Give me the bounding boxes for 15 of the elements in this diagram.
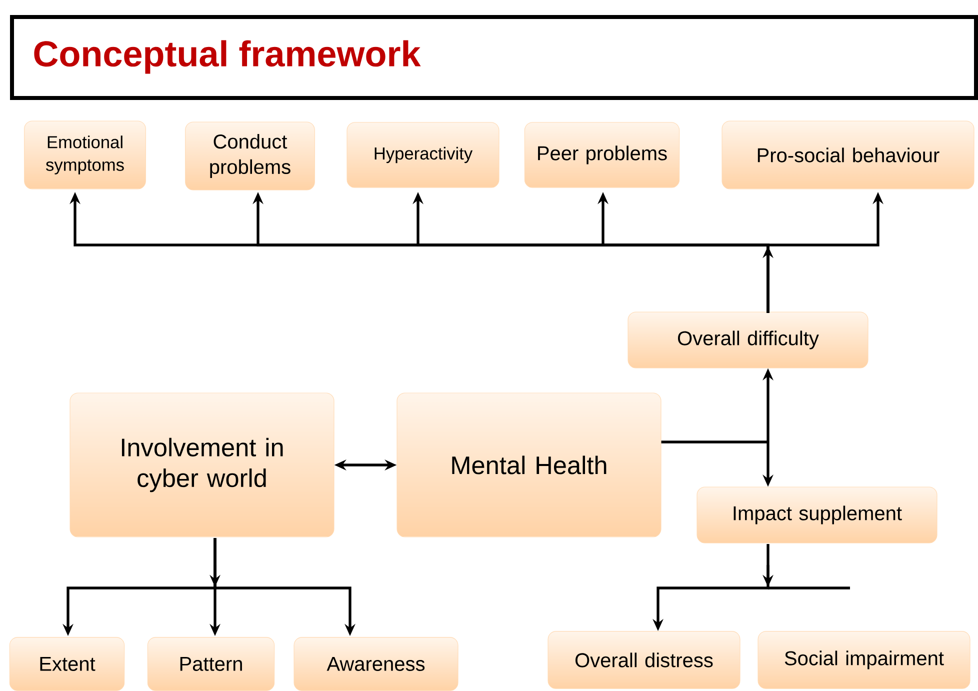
concept-box: Peer problems xyxy=(524,122,680,188)
concept-box: Impact supplement xyxy=(696,486,938,544)
concept-box: Mental Health xyxy=(396,392,662,538)
concept-box: Overall difficulty xyxy=(628,312,868,368)
title-box: Conceptual framework xyxy=(10,15,978,100)
concept-box: Hyperactivity xyxy=(346,122,500,188)
concept-box: Social impairment xyxy=(758,631,970,689)
concept-box: Extent xyxy=(9,637,125,691)
concept-box: Pro-social behaviour xyxy=(722,120,974,190)
concept-box: Conduct problems xyxy=(185,122,315,190)
concept-box: Pattern xyxy=(147,637,275,691)
concept-box: Emotional symptoms xyxy=(24,120,146,190)
concept-box: Involvement in cyber world xyxy=(70,392,334,538)
concept-box: Awareness xyxy=(294,637,458,691)
concept-box: Overall distress xyxy=(548,631,740,689)
